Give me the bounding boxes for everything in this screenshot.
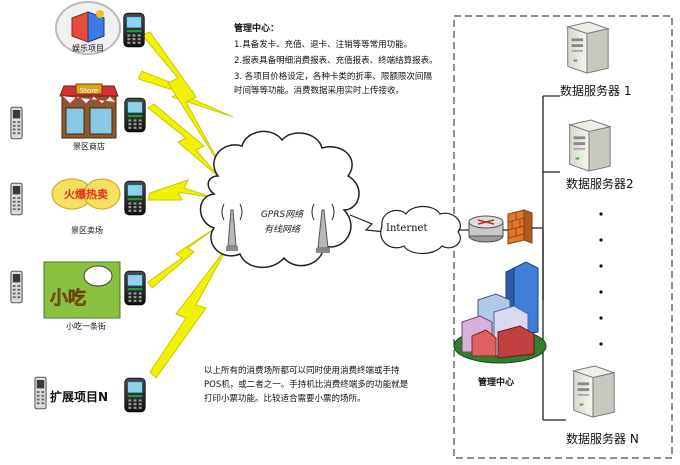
server-2-icon — [569, 119, 611, 172]
router-icon — [468, 215, 504, 243]
snack-sign: 小吃 — [50, 287, 86, 309]
lightning-2 — [147, 103, 221, 179]
venue-4-terminal-icon — [124, 270, 146, 306]
management-info-block: 管理中心： 1.具备发卡、充值、退卡、注销等等常用功能。 2.报表具备明细消费报… — [234, 22, 440, 100]
venue-2-terminal-icon — [124, 97, 146, 133]
cloud-label-wired: 有线网络 — [263, 225, 300, 235]
venue-5-terminal-icon — [124, 377, 146, 413]
management-info-item-2: 2.报表具备明细消费报表、充值报表、终端结算报表。 — [234, 56, 438, 66]
wired-antenna — [311, 203, 335, 253]
firewall-icon — [507, 209, 533, 245]
venue-4-handheld-icon — [10, 270, 23, 304]
venue-sale-icon — [51, 178, 121, 210]
venue-3-handheld-icon — [10, 182, 23, 216]
venue-3-label: 景区卖场 — [71, 226, 103, 235]
sale-sign: 火爆热卖 — [64, 187, 108, 201]
internet-cloud — [380, 205, 461, 255]
venue-store-icon — [59, 83, 119, 139]
server-1-icon — [567, 21, 609, 74]
server-1-label: 数据服务器 1 — [560, 84, 632, 98]
cloud-label-gprs: GPRS网络 — [260, 210, 304, 220]
gprs-antenna — [221, 203, 243, 251]
lightning-4 — [147, 225, 219, 289]
venue-2-label: 景区商店 — [73, 142, 105, 151]
management-info-title: 管理中心： — [234, 24, 280, 34]
venue-3-terminal-icon — [124, 180, 146, 216]
venue-2-handheld-icon — [10, 106, 23, 140]
venue-1-label: 娱乐项目 — [72, 44, 104, 53]
venue-entertainment-icon — [55, 1, 121, 55]
venue-1-terminal-icon — [123, 12, 145, 48]
venue-4-label: 小吃一条街 — [66, 322, 106, 331]
management-center-icon — [453, 261, 547, 364]
venue-5-handheld-icon — [34, 376, 47, 410]
venue-snack-icon — [43, 261, 121, 319]
wired-link — [349, 214, 387, 233]
network-cloud — [199, 130, 360, 268]
bottom-note: 以上所有的消费场所都可以同时使用消费终端或手持POS机，或二者之一。手持机比消费… — [204, 366, 409, 404]
management-info-item-3: 3. 各项目价格设定，各种卡类的折率、限额限次间隔时间等等功能。消费数据采用实时… — [234, 72, 432, 96]
server-n-icon — [573, 365, 615, 418]
store-sign: Store — [80, 87, 99, 95]
server-2-label: 数据服务器2 — [566, 177, 634, 191]
venue-5-label: 扩展项目N — [50, 390, 109, 404]
lightning-5 — [149, 245, 229, 379]
lightning-3 — [147, 179, 215, 201]
management-info-item-1: 1.具备发卡、充值、退卡、注销等等常用功能。 — [234, 40, 413, 50]
cloud-label: GPRS网络 有线网络 — [248, 208, 316, 238]
more-servers-dots — [599, 212, 603, 346]
lightning-1 — [141, 31, 223, 169]
management-center-label: 管理中心 — [478, 378, 515, 388]
internet-label: Internet — [386, 223, 428, 234]
server-n-label: 数据服务器 N — [566, 432, 639, 446]
